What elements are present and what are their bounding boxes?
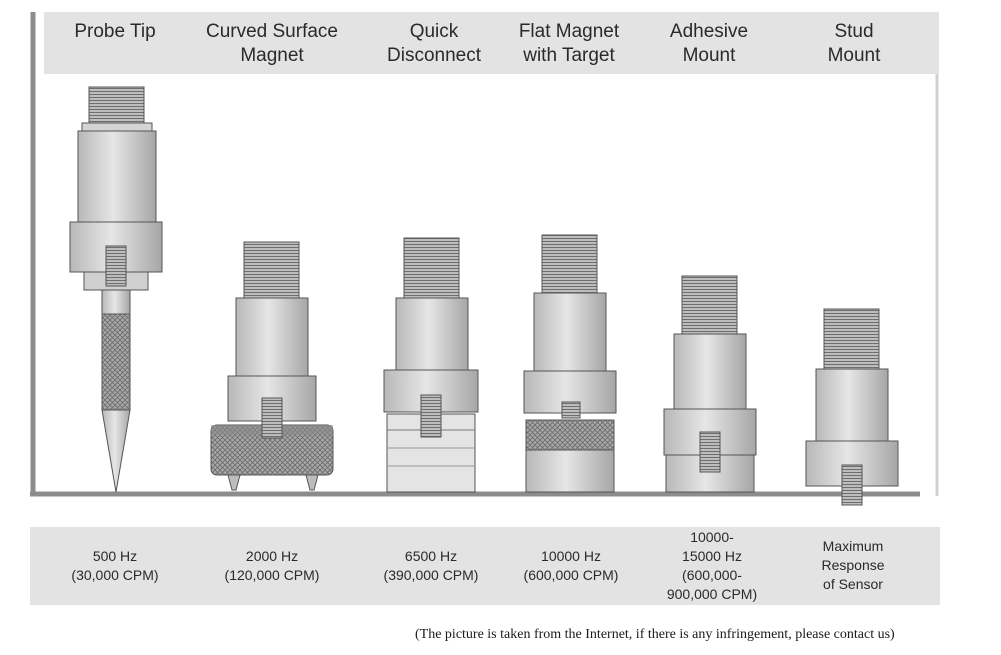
title-probe-tip: Probe Tip xyxy=(74,21,156,42)
frequency-band xyxy=(30,527,940,605)
flat-magnet-sensor xyxy=(523,234,617,493)
header-band xyxy=(44,12,939,74)
quick-disconnect-sensor xyxy=(383,237,479,493)
response-curved-surface-magnet: 2000 Hz (120,000 CPM) xyxy=(224,548,320,583)
title-stud-mount: Stud Mount xyxy=(827,21,881,66)
response-flat-magnet: 10000 Hz (600,000 CPM) xyxy=(523,548,619,583)
response-stud-mount: Maximum Response of Sensor xyxy=(821,538,885,592)
curved-surface-magnet-sensor xyxy=(210,241,334,491)
response-quick-disconnect: 6500 Hz (390,000 CPM) xyxy=(383,548,479,583)
title-adhesive-mount: Adhesive Mount xyxy=(669,21,749,66)
response-probe-tip: 500 Hz (30,000 CPM) xyxy=(71,548,159,583)
response-adhesive-mount: 10000- 15000 Hz (600,000- 900,000 CPM) xyxy=(666,529,758,602)
adhesive-mount-sensor xyxy=(663,275,757,493)
stud-mount-sensor xyxy=(805,308,899,506)
title-curved-surface-magnet: Curved Surface Magnet xyxy=(205,21,338,66)
title-quick-disconnect: Quick Disconnect xyxy=(387,21,481,66)
footnote: (The picture is taken from the Internet,… xyxy=(415,627,895,642)
probe-tip-sensor xyxy=(69,86,163,493)
title-flat-magnet: Flat Magnet with Target xyxy=(518,21,620,66)
